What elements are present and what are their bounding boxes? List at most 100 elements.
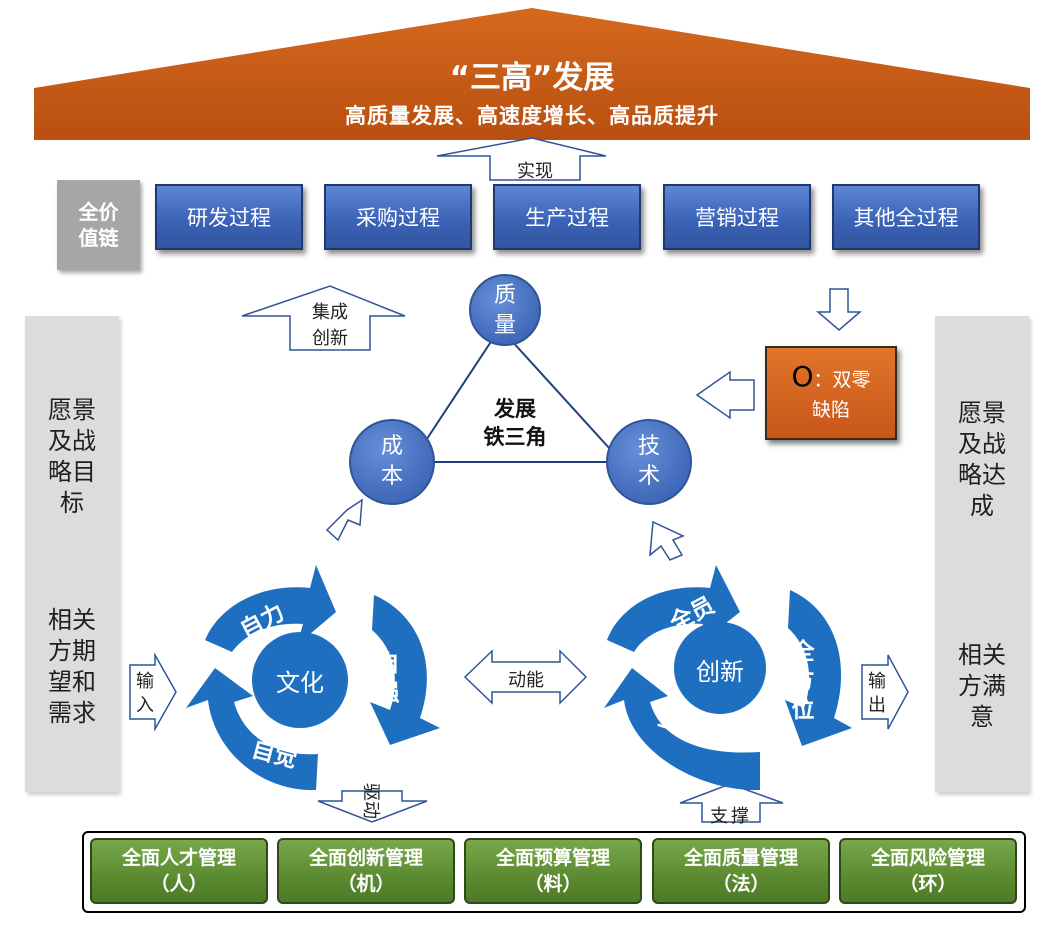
cost-label-line1: 成	[380, 434, 403, 459]
input-label-line1: 输	[136, 671, 154, 692]
process-production: 生产过程	[493, 184, 641, 250]
right-panel-satisfaction: 相关 方满 意	[935, 640, 1029, 733]
realize-arrow	[436, 137, 607, 181]
mgmt-innovation-tag: （机）	[337, 873, 395, 895]
roof-subtitle: 高质量发展、高速度增长、高品质提升	[345, 104, 719, 128]
right-vision-line: 及战	[958, 430, 1006, 458]
mgmt-talent: 全面人才管理 （人）	[90, 838, 268, 904]
iron-triangle-center-label: 发展 铁三角	[460, 395, 570, 451]
process-marketing: 营销过程	[663, 184, 811, 250]
right-vision-line: 愿景	[958, 399, 1006, 427]
innovation-cycle-graphic	[604, 565, 852, 791]
mgmt-quality-tag: （法）	[712, 873, 770, 895]
integrated-innovation-line1: 集成	[312, 302, 348, 323]
quality-label-line2: 量	[493, 313, 516, 338]
culture-center-label: 文化	[276, 669, 324, 697]
value-chain-label-line1: 全价	[78, 200, 119, 224]
mgmt-risk: 全面风险管理 （环）	[839, 838, 1017, 904]
triangle-center-line1: 发展	[494, 397, 536, 421]
left-vision-line: 标	[60, 489, 84, 517]
tech-label: 技 术	[614, 432, 684, 492]
input-label-line2: 入	[136, 695, 154, 716]
mgmt-budget: 全面预算管理 （料）	[464, 838, 642, 904]
triangle-center-line2: 铁三角	[483, 425, 547, 449]
mgmt-risk-name: 全面风险管理	[870, 847, 985, 869]
culture-center-circle	[252, 632, 348, 728]
realize-label: 实现	[517, 161, 553, 182]
right-panel	[935, 316, 1029, 792]
right-vision-line: 略达	[958, 461, 1006, 489]
tech-circle	[606, 419, 692, 505]
mgmt-innovation-name: 全面创新管理	[308, 847, 423, 869]
culture-blade-self-reliance	[205, 565, 336, 652]
innovation-center-label: 创新	[696, 658, 744, 686]
left-vision-line: 愿景	[48, 396, 96, 424]
mgmt-quality-name: 全面质量管理	[683, 847, 798, 869]
innovation-blade-all-direction	[785, 590, 852, 746]
culture-blade-label-self-strength: 自强	[376, 651, 400, 706]
left-vision-line: 及战	[48, 427, 96, 455]
quality-label-line1: 质	[493, 283, 516, 308]
kinetic-double-arrow	[463, 649, 588, 705]
process-procurement: 采购过程	[324, 184, 472, 250]
left-expect-line: 需求	[48, 699, 96, 727]
mgmt-budget-tag: （料）	[524, 873, 582, 895]
culture-up-arrow	[325, 498, 363, 542]
mgmt-quality: 全面质量管理 （法）	[652, 838, 830, 904]
drive-arrow	[317, 790, 428, 823]
innovation-up-arrow	[649, 520, 685, 561]
tech-label-line1: 技	[637, 434, 660, 459]
left-arrow-icon	[695, 370, 755, 420]
mgmt-risk-tag: （环）	[899, 873, 957, 895]
right-vision-line: 成	[970, 492, 994, 520]
down-arrow-icon	[815, 288, 863, 331]
left-panel-vision: 愿景 及战 略目 标	[25, 395, 119, 519]
left-panel-expectations: 相关 方期 望和 需求	[25, 605, 119, 729]
zero-defect-line1: ：双零	[813, 369, 871, 391]
cost-circle	[349, 419, 435, 505]
mgmt-talent-tag: （人）	[150, 873, 208, 895]
right-satisfy-line: 相关	[958, 641, 1006, 669]
culture-cycle-graphic	[186, 565, 440, 791]
cost-label-line2: 本	[380, 464, 403, 489]
integrated-innovation-line2: 创新	[312, 328, 348, 349]
mgmt-innovation: 全面创新管理 （机）	[277, 838, 455, 904]
value-chain-label: 全价值链	[57, 180, 140, 270]
process-rd: 研发过程	[155, 184, 303, 250]
mgmt-talent-name: 全面人才管理	[121, 847, 236, 869]
right-satisfy-line: 方满	[958, 672, 1006, 700]
zero-defect-box: O：双零 缺陷	[765, 346, 897, 440]
left-vision-line: 略目	[48, 458, 96, 486]
right-panel-vision: 愿景 及战 略达 成	[935, 398, 1029, 522]
quality-circle	[469, 274, 541, 346]
output-arrow	[861, 654, 909, 730]
culture-blade-self-awareness	[186, 668, 318, 791]
right-satisfy-line: 意	[970, 703, 994, 731]
roof-shape	[34, 8, 1030, 140]
input-arrow	[129, 652, 177, 732]
output-label-line1: 输	[868, 671, 886, 692]
innovation-center-circle	[674, 622, 766, 714]
drive-label: 驱动	[360, 783, 381, 819]
input-label: 输 入	[134, 670, 156, 718]
integrated-innovation-arrow	[241, 285, 406, 351]
value-chain-label-line2: 值链	[78, 226, 119, 250]
output-label: 输 出	[866, 670, 888, 718]
culture-blade-self-strength	[370, 595, 440, 745]
kinetic-label: 动能	[508, 670, 544, 691]
innovation-blade-all-angle	[604, 668, 760, 791]
left-expect-line: 方期	[48, 637, 96, 665]
roof-title: “三高”发展	[449, 60, 615, 96]
management-frame	[82, 831, 1026, 913]
process-other: 其他全过程	[832, 184, 980, 250]
zero-defect-line2: 缺陷	[811, 399, 850, 421]
cost-label: 成 本	[357, 432, 427, 492]
zero-symbol: O	[791, 360, 814, 393]
output-label-line2: 出	[868, 695, 886, 716]
integrated-innovation-label: 集成 创新	[290, 300, 370, 352]
support-label: 支撑	[710, 806, 752, 827]
mgmt-budget-name: 全面预算管理	[495, 847, 610, 869]
tech-label-line2: 术	[637, 464, 660, 489]
left-panel	[25, 316, 119, 792]
